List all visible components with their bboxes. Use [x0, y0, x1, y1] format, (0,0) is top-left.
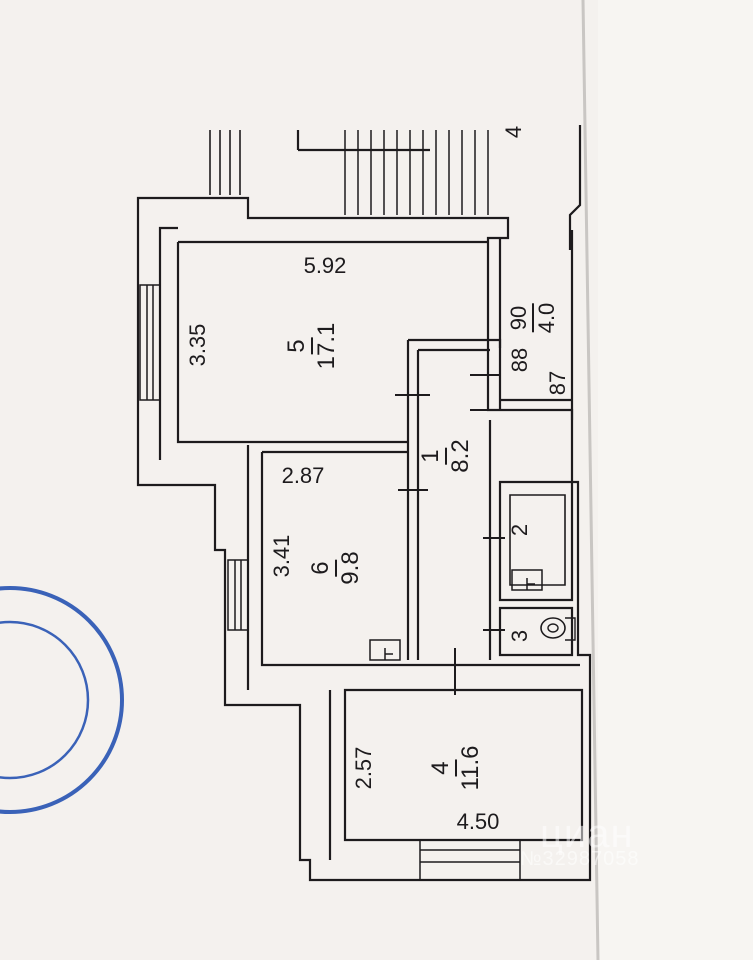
walls — [136, 125, 592, 882]
window-room6 — [227, 559, 249, 631]
door-marks — [395, 374, 505, 695]
stairs-top — [344, 130, 489, 215]
room5-area: 17.1 — [313, 322, 340, 370]
room4-area: 11.6 — [457, 745, 484, 791]
sheet-edge-line — [581, 0, 600, 960]
wall-room6-left — [260, 452, 345, 667]
wall-room4-inner — [343, 688, 584, 842]
room1-area: 8.2 — [447, 439, 474, 473]
room2-number: 2 — [507, 523, 532, 537]
room1-number: 1 — [417, 447, 447, 465]
wall-upper-right — [568, 125, 582, 250]
hall-fraction-den: 4.0 — [534, 302, 559, 334]
room6-number: 6 — [307, 559, 337, 577]
stair-mark: 4 — [501, 125, 526, 139]
bath-room-2 — [498, 480, 574, 602]
room6-width: 2.87 — [281, 463, 325, 488]
toilet-bowl — [540, 617, 566, 639]
page-margin — [598, 0, 753, 960]
wall-left-thick — [158, 226, 178, 460]
room4-depth: 2.57 — [351, 746, 376, 790]
stairs-left — [209, 130, 241, 195]
wall-room5-inner — [176, 242, 408, 444]
bathtub — [509, 494, 566, 586]
room6-depth: 3.41 — [269, 534, 294, 578]
window-room4 — [419, 839, 521, 881]
room5-depth: 3.35 — [185, 323, 210, 367]
radiator-room6 — [369, 639, 401, 661]
watermark-brand: циан — [540, 812, 634, 856]
watermark-id: №32987058 — [520, 848, 640, 870]
hall-label-b: 87 — [545, 370, 570, 396]
toilet-inner — [547, 623, 559, 633]
room4-number: 4 — [427, 759, 457, 777]
toilet-tank — [565, 617, 576, 641]
hall-fraction-num: 90 — [506, 303, 534, 333]
wc-room-3 — [498, 606, 574, 657]
hall-label-a: 88 — [507, 347, 532, 373]
room3-number: 3 — [507, 629, 532, 643]
radiator-bath — [511, 569, 543, 591]
outer-wall — [136, 196, 592, 882]
room5-number: 5 — [283, 337, 313, 355]
window-room5 — [139, 284, 161, 401]
official-stamp — [0, 586, 124, 814]
room5-width: 5.92 — [303, 253, 347, 278]
room6-area: 9.8 — [337, 551, 364, 585]
room4-width: 4.50 — [456, 809, 500, 834]
wall-corridor-top — [408, 338, 502, 348]
